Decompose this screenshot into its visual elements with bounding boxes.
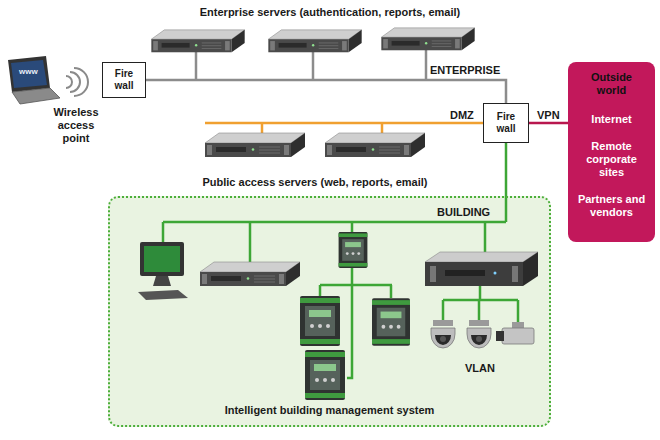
outside-world-panel: Outside worldInternetRemote corporate si… <box>568 62 655 242</box>
firewall-box: Fire wall <box>483 103 529 143</box>
firewall-label: Fire wall <box>106 68 142 92</box>
connector-label: ENTERPRISE <box>430 64 500 77</box>
connector-label: BUILDING <box>437 206 490 219</box>
panel-item: Partners and vendors <box>575 193 648 219</box>
device-caption: Wireless access point <box>44 106 108 145</box>
firewall-label: Fire wall <box>487 111 525 135</box>
network-name: VLAN <box>465 362 495 375</box>
group-caption: Enterprise servers (authentication, repo… <box>130 6 530 19</box>
panel-item: Remote corporate sites <box>575 140 648 179</box>
firewall-box: Fire wall <box>102 62 146 98</box>
connector-label: VPN <box>537 109 560 122</box>
region-label: Intelligent building management system <box>225 404 435 417</box>
group-caption: Public access servers (web, reports, ema… <box>115 176 515 189</box>
connector-line <box>529 122 568 125</box>
panel-item: Internet <box>591 113 631 126</box>
building-region: Intelligent building management system <box>108 196 551 427</box>
connector-line <box>146 80 506 103</box>
connector-line <box>505 143 508 196</box>
network-name: DMZ <box>450 109 474 122</box>
screen-text: www <box>19 67 38 76</box>
panel-heading: Outside world <box>575 71 648 97</box>
